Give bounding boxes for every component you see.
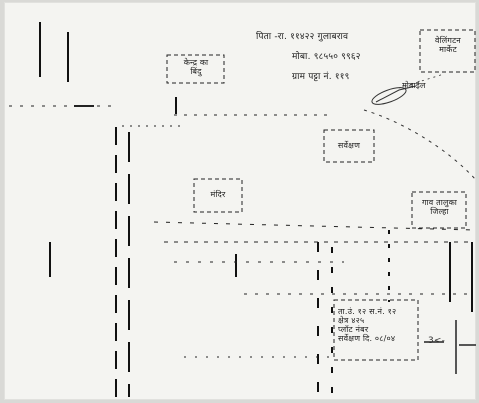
top-right-box-label: वेलिंगटन मार्केट (421, 36, 475, 54)
document-sheet: पिता -रा. ११४२२ गुलाबराव मोबा. ९८५५० ९९६… (4, 2, 476, 400)
road-curve (363, 109, 476, 181)
dimension-mark: 3<- (428, 336, 446, 346)
pointer-ellipse (371, 87, 407, 105)
top-left-box-label-line2: बिंदु (190, 67, 202, 76)
right-box-label-line1: गाव तालुका (421, 198, 458, 207)
top-left-box-label-line1: केन्द्र का (183, 58, 209, 67)
middle-box-label: सर्वेक्षण (337, 141, 361, 150)
plan-hlines (9, 105, 476, 374)
plot-line: ग्राम पट्टा नं. ११९ (292, 72, 350, 82)
bottom-box-label-line1: ता.उं. १२ स.नं. १२ (338, 307, 397, 316)
mobile-line: मोबा. ९८५५० ९९६२ (292, 52, 361, 62)
owner-name-line: पिता -रा. ११४२२ गुलाबराव (256, 32, 349, 42)
bottom-box-label-line4: सर्वेक्षण दि. ०८/०४ (338, 334, 396, 343)
plan-lines (39, 22, 473, 397)
bottom-box-label: ता.उं. १२ स.नं. १२ क्षेत्र ४२५ प्लॉट नंब… (338, 307, 418, 343)
bottom-box-label-line3: प्लॉट नंबर (338, 325, 369, 334)
right-box-label: गाव तालुका जिल्हा (413, 198, 466, 216)
right-box-label-line2: जिल्हा (430, 207, 449, 216)
plan-boxes (166, 29, 476, 361)
top-left-box-label: केन्द्र का बिंदु (169, 58, 223, 76)
pointer-line (375, 85, 417, 103)
site-plan-drawing (9, 22, 476, 397)
center-box-label: मंदिर (210, 190, 226, 199)
arrow-note: मोबाईल (402, 81, 426, 90)
bottom-box-label-line2: क्षेत्र ४२५ (338, 316, 365, 325)
top-right-box-label-line2: मार्केट (439, 45, 457, 54)
top-right-box-label-line1: वेलिंगटन (435, 36, 461, 45)
